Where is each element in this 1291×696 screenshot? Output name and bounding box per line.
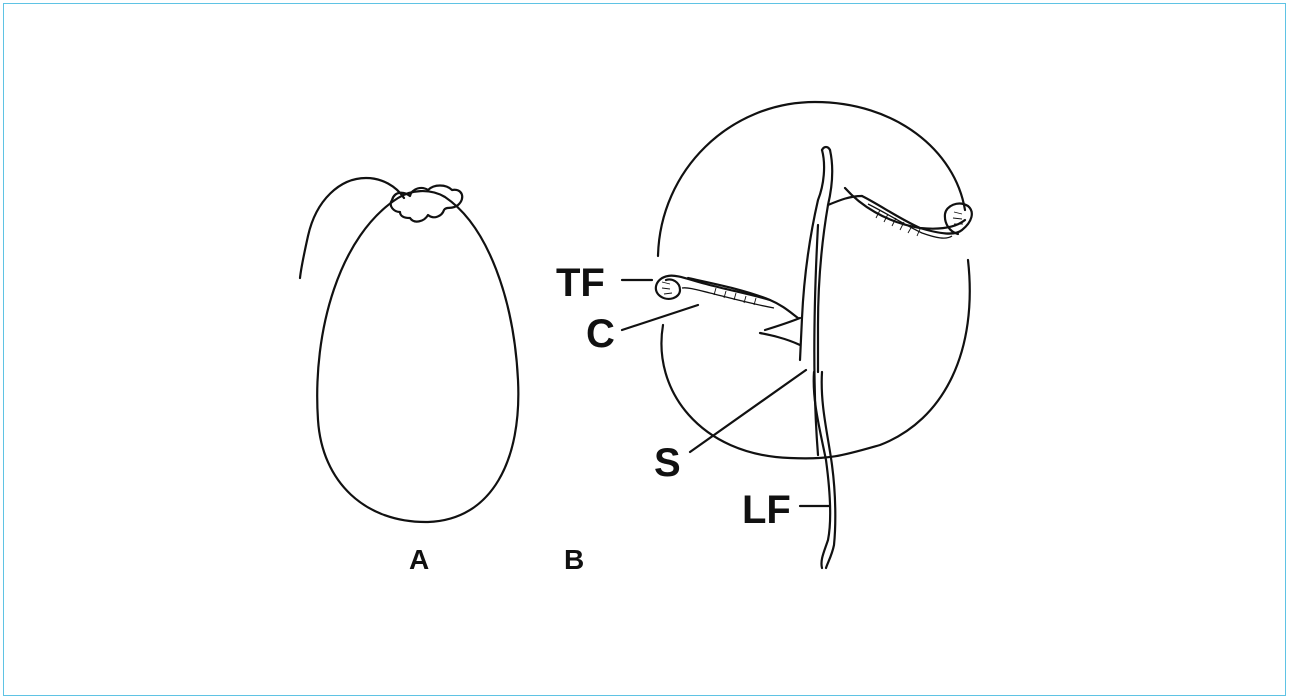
sulcus-tip bbox=[822, 147, 830, 150]
label-tf: TF bbox=[556, 261, 605, 305]
leader-c bbox=[622, 305, 698, 330]
cell-a-body bbox=[317, 191, 518, 522]
label-lf: LF bbox=[742, 488, 791, 532]
longitudinal-flagellum bbox=[814, 372, 836, 568]
panel-label-b: B bbox=[564, 544, 584, 575]
panel-a-cell bbox=[300, 178, 518, 522]
label-s: S bbox=[654, 441, 681, 485]
panel-b-cell bbox=[656, 102, 972, 568]
label-c: C bbox=[586, 312, 615, 356]
sulcus-branch-left bbox=[760, 318, 800, 345]
leader-s bbox=[690, 370, 806, 452]
flagellum-a bbox=[300, 178, 404, 278]
panel-label-a: A bbox=[409, 544, 429, 575]
transverse-flagellum-left bbox=[656, 276, 770, 300]
